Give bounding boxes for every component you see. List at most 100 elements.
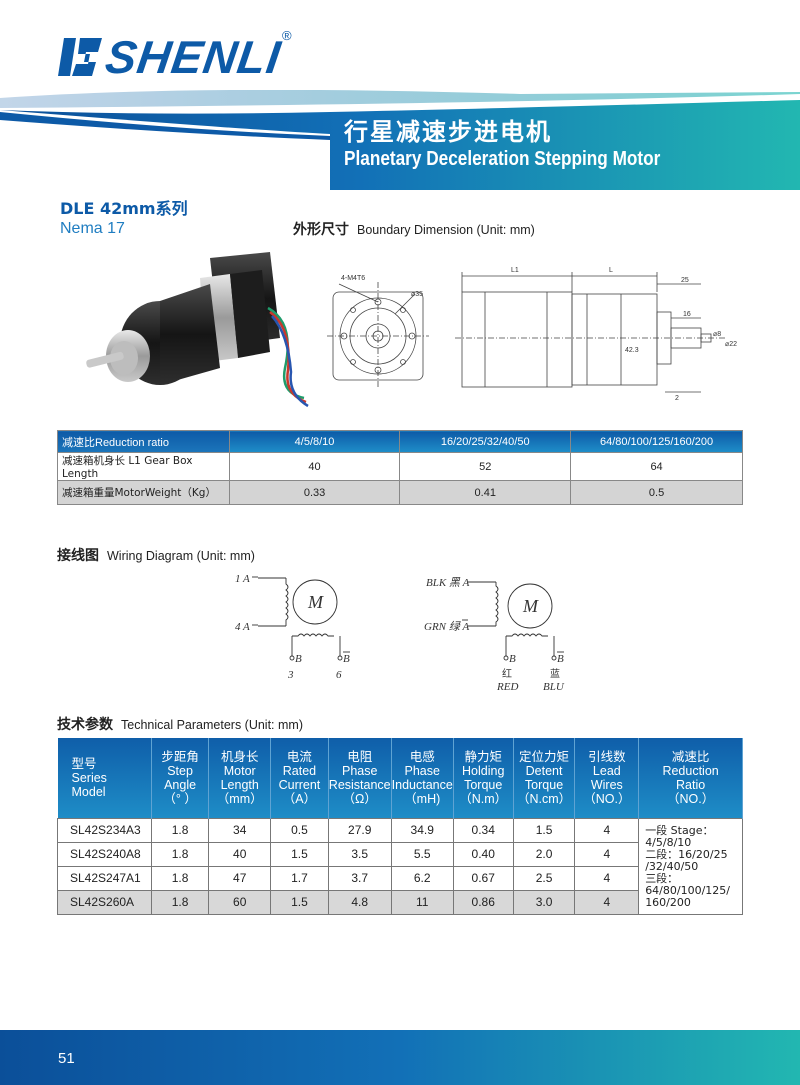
table-row: SL42S247A1 1.8 47 1.7 3.7 6.2 0.67 2.5 4 (57, 865, 743, 891)
dimension-drawing: 4-M4T6 ⌀35 L1 L 25 16 ⌀8 ⌀22 42.3 2 (327, 267, 737, 402)
wiring-right: BLK 黑 A GRN 绿 A M B B 红 蓝 RED BLU (424, 577, 565, 693)
motor-symbol-left: M (307, 592, 324, 612)
header-cn: 静力矩 (464, 748, 502, 764)
dim-boss: ⌀22 (725, 341, 737, 348)
dim-2: 2 (675, 395, 679, 402)
header-detent-torque: 定位力矩 Detent Torque （N.cm） (513, 738, 576, 818)
header-en1: Phase (341, 763, 378, 778)
model-cell: SL42S247A1 (57, 865, 152, 891)
header-en2: Torque (524, 777, 564, 792)
wire-bbar-label-right: B (557, 653, 564, 665)
header-phase-inductance: 电感 Phase Inductance （mH) (391, 738, 454, 818)
table-cell: 0.40 (452, 841, 514, 867)
table-cell: 1.7 (270, 865, 329, 891)
header-cn: 电阻 (347, 748, 373, 764)
header-unit: （NO.） (666, 791, 715, 806)
series-title: DLE 42mm系列 (60, 199, 188, 218)
header-holding-torque: 静力矩 Holding Torque （N.m） (453, 738, 514, 818)
header-phase-resistance: 电阻 Phase Resistance （Ω） (328, 738, 392, 818)
dimension-heading-cn: 外形尺寸 (293, 222, 349, 238)
header-en1: Detent (525, 763, 563, 778)
title-banner (0, 90, 800, 190)
table-row: 减速箱机身长 L1 Gear Box Length 40 52 64 (57, 452, 743, 481)
wire-blu-cn: 蓝 (550, 668, 560, 680)
wire-blu-en: BLU (543, 681, 565, 693)
dim-25: 25 (681, 277, 689, 284)
header-unit: （° ） (163, 791, 197, 806)
table-row: SL42S260A 1.8 60 1.5 4.8 11 0.86 3.0 4 (57, 889, 743, 915)
table-cell: 1.8 (150, 841, 210, 867)
holes-label: 4-M4T6 (341, 275, 365, 282)
header-en2: Ratio (676, 777, 706, 792)
table-cell: 0.34 (452, 817, 514, 843)
tech-heading-en: Technical Parameters (Unit: mm) (121, 718, 303, 732)
page-number: 51 (58, 1050, 75, 1067)
dimension-heading-en: Boundary Dimension (Unit: mm) (357, 223, 535, 237)
wiring-diagram: 1 A 4 A M B B 3 6 BLK 黑 A GRN 绿 A M B B … (235, 573, 565, 693)
table-cell: 0.33 (228, 480, 401, 505)
header-en2: Wires (590, 777, 623, 792)
table-cell: 1.8 (150, 865, 210, 891)
table-cell: 40 (208, 841, 272, 867)
table-cell: 4 (574, 889, 640, 915)
table-cell: 0.86 (452, 889, 514, 915)
footer-band (0, 1030, 800, 1085)
header-cn: 步距角 (161, 748, 199, 764)
table-cell: 5.5 (390, 841, 454, 867)
header-rated-current: 电流 Rated Current （A） (270, 738, 329, 818)
wire-b-num: 3 (287, 669, 294, 681)
gearbox-weight-label: 减速箱重量MotorWeight（Kg） (57, 480, 230, 505)
header-step-angle: 步距角 Step Angle （° ） (151, 738, 210, 818)
table-row: SL42S234A3 1.8 34 0.5 27.9 34.9 0.34 1.5… (57, 817, 743, 915)
header-en2: Inductance (391, 777, 453, 792)
reduction-table-header: 减速比Reduction ratio 4/5/8/10 16/20/25/32/… (57, 430, 743, 453)
header-cn: 减速比 (671, 748, 710, 764)
header-cn: 电流 (286, 748, 312, 764)
header-cn: 机身长 (220, 748, 259, 764)
header-en1: Rated (282, 763, 317, 778)
tech-table-header: 型号 Series Model 步距角 Step Angle （° ） 机身长 … (57, 738, 743, 818)
reduction-header-stage2: 16/20/25/32/40/50 (399, 430, 572, 453)
tech-params-table: 型号 Series Model 步距角 Step Angle （° ） 机身长 … (57, 738, 743, 915)
reduction-header-stage3: 64/80/100/125/160/200 (570, 430, 743, 453)
table-cell: 64 (570, 452, 743, 481)
front-view (327, 282, 429, 388)
table-row: SL42S240A8 1.8 40 1.5 3.5 5.5 0.40 2.0 4 (57, 841, 743, 867)
dim-42: 42.3 (625, 347, 639, 354)
table-cell: 6.2 (390, 865, 454, 891)
ratio-line: 64/80/100/125/ (645, 883, 730, 897)
table-cell: 1.5 (512, 817, 576, 843)
header-lead-wires: 引线数 Lead Wires （NO.） (574, 738, 640, 818)
table-cell: 4 (574, 865, 640, 891)
registered-mark: ® (282, 28, 292, 43)
model-cell: SL42S234A3 (57, 817, 152, 843)
header-unit: （Ω） (342, 791, 377, 806)
header-cn: 引线数 (588, 748, 626, 764)
ratio-line: /32/40/50 (645, 859, 699, 873)
header-en1: Step (167, 763, 193, 778)
wire-abar-label: 4 A (235, 621, 250, 633)
header-en2: Length (220, 777, 259, 792)
reduction-header-label: 减速比Reduction ratio (57, 430, 230, 453)
table-cell: 0.5 (570, 480, 743, 505)
wiring-heading-cn: 接线图 (57, 548, 99, 564)
table-cell: 27.9 (327, 817, 392, 843)
table-cell: 60 (208, 889, 272, 915)
table-cell: 4 (574, 817, 640, 843)
brand-logo: SHENLI ® (58, 28, 298, 86)
model-cell: SL42S260A (57, 889, 152, 915)
table-cell: 4 (574, 841, 640, 867)
table-cell: 11 (390, 889, 454, 915)
header-en1: Series (71, 770, 107, 785)
wire-bbar-num: 6 (336, 669, 342, 681)
header-en1: Motor (223, 763, 256, 778)
table-cell: 1.8 (150, 889, 210, 915)
ratio-line: 160/200 (645, 895, 691, 909)
table-cell: 4.8 (327, 889, 392, 915)
wire-bbar-label: B (343, 653, 350, 665)
table-row: 减速箱重量MotorWeight（Kg） 0.33 0.41 0.5 (57, 480, 743, 505)
logo-mark-icon (58, 38, 102, 76)
table-cell: 0.41 (399, 480, 572, 505)
table-cell: 47 (208, 865, 272, 891)
